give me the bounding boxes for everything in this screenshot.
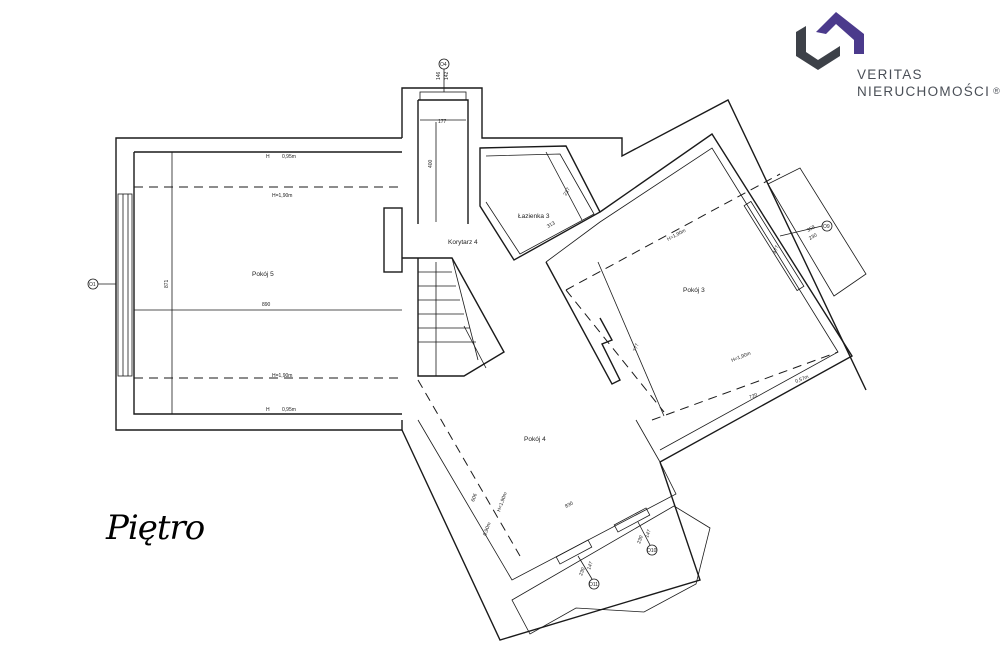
wall-left-outer bbox=[115, 137, 403, 431]
height-label-top-h: H bbox=[266, 154, 270, 160]
height-label-room3-low: 0,57m bbox=[795, 374, 810, 385]
dim-400: 400 bbox=[428, 159, 434, 168]
height-label-room4-mid: H=1,90m bbox=[496, 491, 509, 512]
dim-477: 477 bbox=[772, 245, 781, 255]
room-label-korytarz4: Korytarz 4 bbox=[448, 239, 478, 246]
window-right bbox=[743, 200, 805, 292]
corridor-niche bbox=[383, 207, 403, 273]
brand-line1: VERITAS bbox=[857, 67, 923, 82]
dim-237: 237 bbox=[563, 187, 572, 197]
logo-accent-shape bbox=[816, 12, 864, 54]
brand-name: VERITAS NIERUCHOMOŚCI® bbox=[857, 66, 1000, 100]
wall-top bbox=[401, 87, 867, 391]
window-left bbox=[117, 193, 133, 377]
dim-146: 146 bbox=[436, 71, 442, 80]
bay-lower bbox=[511, 505, 711, 635]
height-label-190-bottom: H=1,90m bbox=[272, 373, 292, 379]
height-label-bottom: 0,95m bbox=[282, 407, 296, 413]
staircase bbox=[418, 257, 487, 376]
axis-tag-o9: O9 bbox=[823, 224, 830, 230]
room-label-pokoj5: Pokój 5 bbox=[252, 271, 274, 278]
room-label-pokoj3: Pokój 3 bbox=[683, 287, 705, 294]
veritas-logo-icon bbox=[796, 12, 864, 70]
dim-177: 177 bbox=[438, 119, 447, 125]
room-label-lazienka3: Łazienka 3 bbox=[518, 213, 550, 220]
wall-room3 bbox=[599, 133, 853, 463]
height-label-bottom-h: H bbox=[266, 407, 270, 413]
dim-147-b: 147 bbox=[644, 529, 653, 539]
axis-marker-o1: O1 bbox=[87, 278, 116, 290]
window-top bbox=[419, 91, 467, 101]
dim-358: 358 bbox=[806, 224, 816, 233]
axis-tag-o1: O1 bbox=[89, 282, 96, 288]
window-bottom1 bbox=[555, 539, 593, 565]
registered-mark: ® bbox=[993, 86, 1000, 96]
wall-room4-outer bbox=[401, 429, 701, 641]
height-label-190-top: H=1,90m bbox=[272, 193, 292, 199]
axis-marker-o11: O11 bbox=[577, 555, 600, 590]
axis-tag-o10: O10 bbox=[647, 548, 657, 554]
height-label-room4-low: 0,90m bbox=[482, 522, 492, 537]
dim-230-b: 230 bbox=[636, 535, 645, 545]
dim-147-a: 147 bbox=[586, 561, 595, 571]
height-label-top: 0,95m bbox=[282, 154, 296, 160]
dim-230: 230 bbox=[808, 232, 818, 241]
dim-230-a: 230 bbox=[578, 567, 587, 577]
axis-marker-o4: O4 bbox=[438, 58, 450, 92]
dimension-lines bbox=[134, 119, 665, 417]
axis-tag-o4: O4 bbox=[440, 62, 447, 68]
dim-313: 313 bbox=[546, 220, 556, 229]
dim-777: 777 bbox=[632, 343, 641, 353]
axis-tag-o11: O11 bbox=[589, 582, 598, 588]
brand-line2: NIERUCHOMOŚCI bbox=[857, 84, 991, 99]
height-label-room3-mid: H=1,90m bbox=[731, 351, 752, 364]
floor-label: Piętro bbox=[106, 508, 205, 548]
balcony-right bbox=[767, 167, 867, 297]
dim-142: 142 bbox=[444, 71, 450, 80]
wall-left-inner bbox=[133, 152, 402, 415]
axis-marker-o10: O10 bbox=[637, 521, 658, 556]
walls bbox=[115, 87, 867, 641]
wall-interior bbox=[545, 261, 621, 385]
dim-890: 890 bbox=[262, 302, 271, 308]
room-label-pokoj4: Pokój 4 bbox=[524, 436, 546, 443]
dim-830: 830 bbox=[564, 500, 574, 509]
dim-871: 871 bbox=[164, 279, 170, 288]
bathroom-walls bbox=[479, 145, 601, 261]
logo-dark-shape bbox=[796, 26, 840, 70]
axis-marker-o9: O9 bbox=[779, 220, 833, 237]
dim-720: 720 bbox=[749, 392, 759, 401]
window-bottom2 bbox=[613, 507, 651, 533]
height-lines bbox=[134, 173, 839, 557]
dim-606: 606 bbox=[470, 493, 479, 503]
